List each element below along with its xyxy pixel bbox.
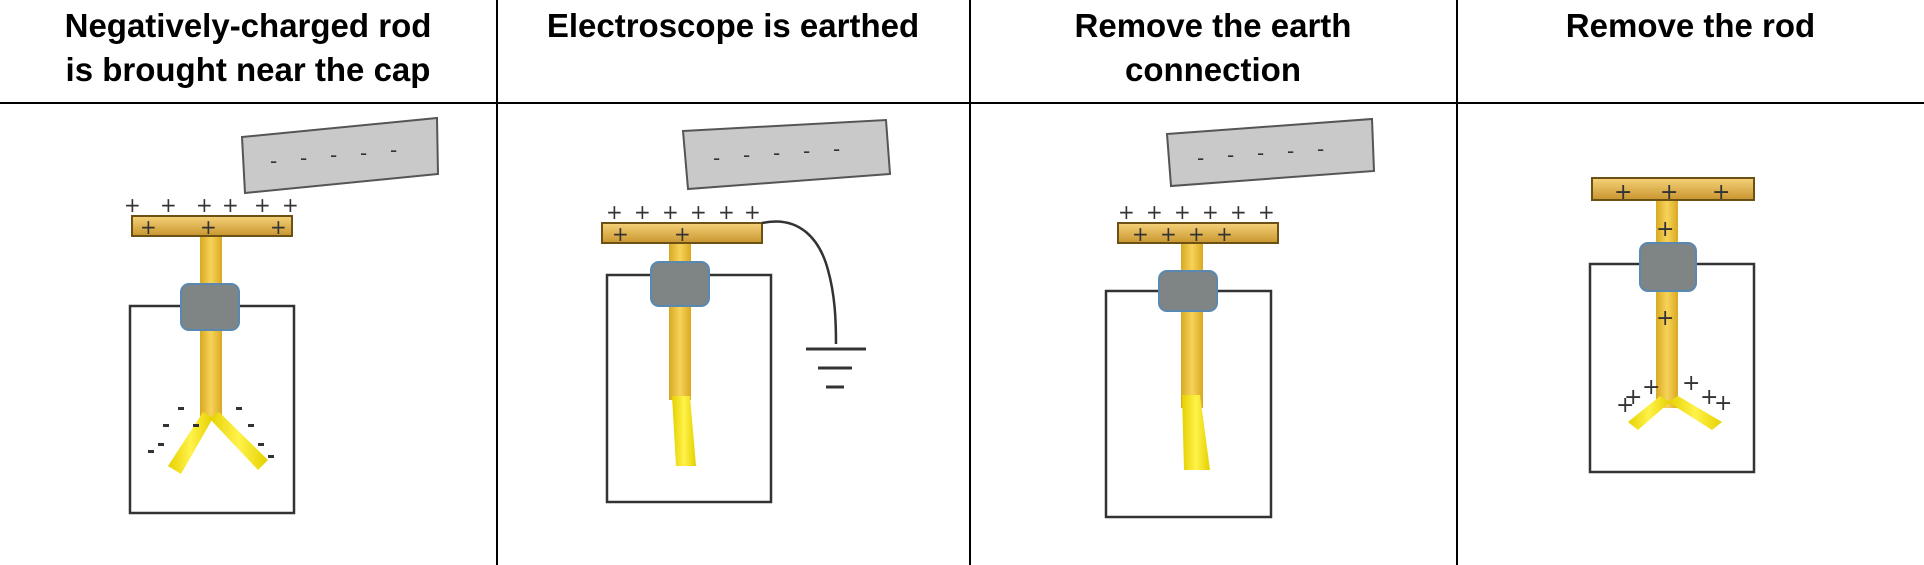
- svg-text:-: -: [1287, 139, 1294, 163]
- svg-text:-: -: [743, 143, 750, 167]
- electroscope-cap-3: [1117, 222, 1279, 244]
- svg-text:+: +: [124, 193, 141, 217]
- svg-text:+: +: [196, 193, 213, 217]
- leaf-closed-2: [672, 396, 696, 466]
- leaf-right-4: [1668, 396, 1722, 430]
- leaf-left-1: [168, 412, 213, 474]
- svg-text:+: +: [282, 193, 299, 217]
- svg-text:+: +: [1258, 200, 1275, 224]
- header-3-line-1: Remove the earth: [1074, 7, 1352, 44]
- insulating-plug-2: [650, 261, 710, 307]
- svg-text:-: -: [1317, 137, 1324, 161]
- svg-text:+: +: [1616, 393, 1634, 418]
- svg-text:+: +: [1624, 385, 1642, 410]
- leaf-closed-3: [1182, 395, 1210, 470]
- svg-text:+: +: [1642, 375, 1660, 400]
- svg-text:+: +: [674, 222, 691, 246]
- svg-text:-: -: [773, 141, 780, 165]
- svg-text:+: +: [1188, 222, 1205, 246]
- svg-text:+: +: [1712, 180, 1730, 205]
- svg-text:-: -: [1257, 141, 1264, 165]
- svg-text:-: -: [1197, 146, 1204, 170]
- svg-text:+: +: [1160, 222, 1177, 246]
- header-cell-4: Remove the rod: [1457, 0, 1924, 103]
- insulating-plug-1: [180, 283, 240, 331]
- svg-text:-: -: [360, 141, 367, 165]
- svg-text:+: +: [1660, 180, 1678, 205]
- svg-text:-: -: [270, 149, 277, 173]
- svg-text:-: -: [713, 146, 720, 170]
- svg-text:+: +: [222, 193, 239, 217]
- header-3-line-2: connection: [1124, 51, 1301, 88]
- svg-text:+: +: [690, 200, 707, 224]
- charged-rod-2: - - - - -: [681, 118, 892, 191]
- header-1-line-2: is brought near the cap: [65, 51, 431, 88]
- svg-text:+: +: [1132, 222, 1149, 246]
- svg-text:+: +: [1230, 200, 1247, 224]
- svg-text:+: +: [662, 200, 679, 224]
- charged-rod-3: - - - - -: [1165, 117, 1376, 188]
- svg-text:+: +: [1700, 385, 1718, 410]
- svg-text:+: +: [1614, 180, 1632, 205]
- leaf-right-1: [209, 412, 268, 470]
- svg-text:+: +: [1216, 222, 1233, 246]
- electroscope-cap-1: [131, 215, 293, 237]
- svg-text:+: +: [1656, 306, 1674, 331]
- svg-text:-: -: [300, 146, 307, 170]
- svg-text:+: +: [270, 215, 287, 239]
- svg-text:+: +: [634, 200, 651, 224]
- svg-text:+: +: [1714, 391, 1732, 416]
- svg-text:+: +: [744, 200, 761, 224]
- svg-text:-: -: [1227, 143, 1234, 167]
- svg-text:-: -: [833, 137, 840, 161]
- electroscope-cap-4: [1591, 177, 1755, 201]
- svg-text:+: +: [254, 193, 271, 217]
- insulating-plug-4: [1639, 242, 1697, 292]
- header-cell-2: Electroscope is earthed: [497, 0, 969, 103]
- earth-wire: [761, 220, 838, 345]
- insulating-plug-3: [1158, 270, 1218, 312]
- svg-text:+: +: [1146, 200, 1163, 224]
- svg-text:-: -: [330, 143, 337, 167]
- svg-text:-: -: [390, 138, 397, 162]
- svg-text:+: +: [1656, 217, 1674, 242]
- svg-text:-: -: [803, 139, 810, 163]
- svg-text:+: +: [200, 215, 217, 239]
- leaf-left-4: [1628, 396, 1670, 430]
- header-cell-3: Remove the earth connection: [970, 0, 1456, 103]
- header-cell-1: Negatively-charged rod is brought near t…: [0, 0, 496, 103]
- charged-rod-1: - - - - -: [240, 116, 440, 195]
- svg-text:+: +: [1202, 200, 1219, 224]
- svg-text:+: +: [1682, 371, 1700, 396]
- svg-text:+: +: [606, 200, 623, 224]
- header-2-line-1: Electroscope is earthed: [546, 7, 920, 44]
- header-1-line-1: Negatively-charged rod: [64, 7, 432, 44]
- svg-text:+: +: [1118, 200, 1135, 224]
- svg-text:+: +: [140, 215, 157, 239]
- earth-symbol: [806, 347, 866, 389]
- svg-text:+: +: [1174, 200, 1191, 224]
- svg-text:+: +: [612, 222, 629, 246]
- electroscope-cap-2: [601, 222, 763, 244]
- svg-text:+: +: [718, 200, 735, 224]
- header-4-line-1: Remove the rod: [1565, 7, 1816, 44]
- svg-text:+: +: [160, 193, 177, 217]
